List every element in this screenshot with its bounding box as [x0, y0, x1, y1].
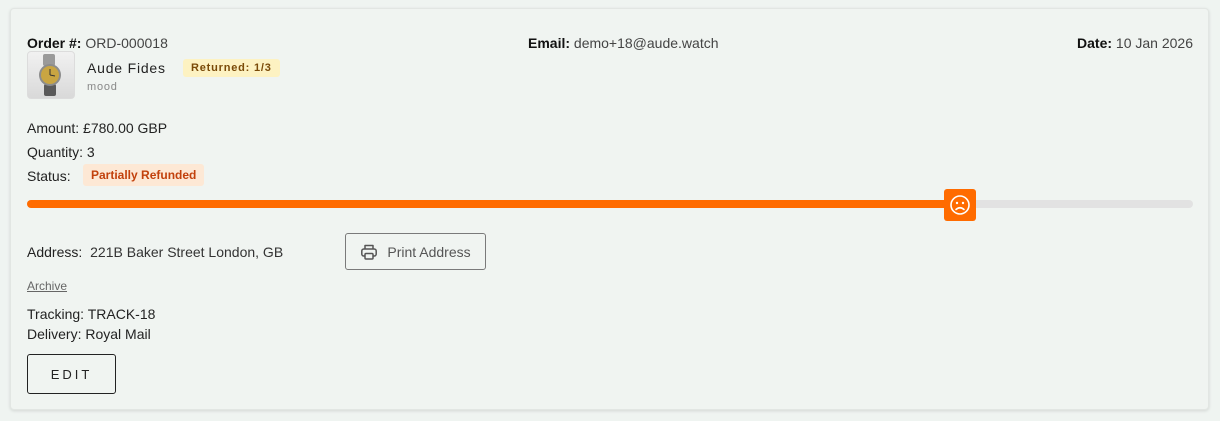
progress-track[interactable]	[27, 200, 1193, 208]
delivery-label: Delivery:	[27, 326, 82, 342]
amount-label: Amount:	[27, 120, 80, 136]
amount-value: £780.00 GBP	[83, 120, 168, 136]
progress-handle[interactable]	[943, 189, 976, 221]
tracking: Tracking: TRACK-18	[27, 306, 155, 322]
order-number-value: ORD-000018	[85, 35, 168, 51]
amount: Amount: £780.00 GBP	[27, 120, 167, 136]
address-value: 221B Baker Street London, GB	[90, 244, 284, 260]
order-card: Order #: ORD-000018 Email: demo+18@aude.…	[10, 8, 1209, 410]
order-email: Email: demo+18@aude.watch	[528, 35, 719, 51]
archive-link[interactable]: Archive	[27, 279, 68, 293]
order-number-label: Order #:	[27, 35, 82, 51]
status-badge: Partially Refunded	[83, 164, 205, 186]
tracking-value: TRACK-18	[87, 306, 156, 322]
tracking-label: Tracking:	[27, 306, 85, 322]
email-label: Email:	[528, 35, 571, 51]
quantity-value: 3	[86, 144, 95, 160]
sad-face-icon	[949, 195, 970, 215]
delivery-value: Royal Mail	[85, 326, 151, 342]
address-label: Address:	[27, 244, 83, 260]
printer-icon	[361, 244, 378, 260]
order-date: Date: 10 Jan 2026	[1077, 35, 1193, 51]
print-address-button[interactable]: Print Address	[345, 233, 486, 270]
address: Address: 221B Baker Street London, GB	[27, 244, 283, 260]
product-name: Aude Fides	[87, 60, 166, 76]
product-thumbnail	[27, 51, 75, 99]
returned-badge: Returned: 1/3	[183, 59, 280, 77]
quantity-label: Quantity:	[27, 144, 84, 160]
email-value: demo+18@aude.watch	[573, 35, 719, 51]
print-address-label: Print Address	[387, 243, 471, 260]
progress-fill	[27, 200, 960, 208]
quantity: Quantity: 3	[27, 144, 95, 160]
date-value: 10 Jan 2026	[1115, 35, 1193, 51]
status-label: Status:	[27, 168, 71, 184]
watch-icon	[39, 54, 61, 96]
product-variant: mood	[87, 81, 118, 93]
order-number: Order #: ORD-000018	[27, 35, 168, 51]
date-label: Date:	[1077, 35, 1113, 51]
edit-button[interactable]: EDIT	[27, 354, 116, 394]
delivery: Delivery: Royal Mail	[27, 326, 151, 342]
